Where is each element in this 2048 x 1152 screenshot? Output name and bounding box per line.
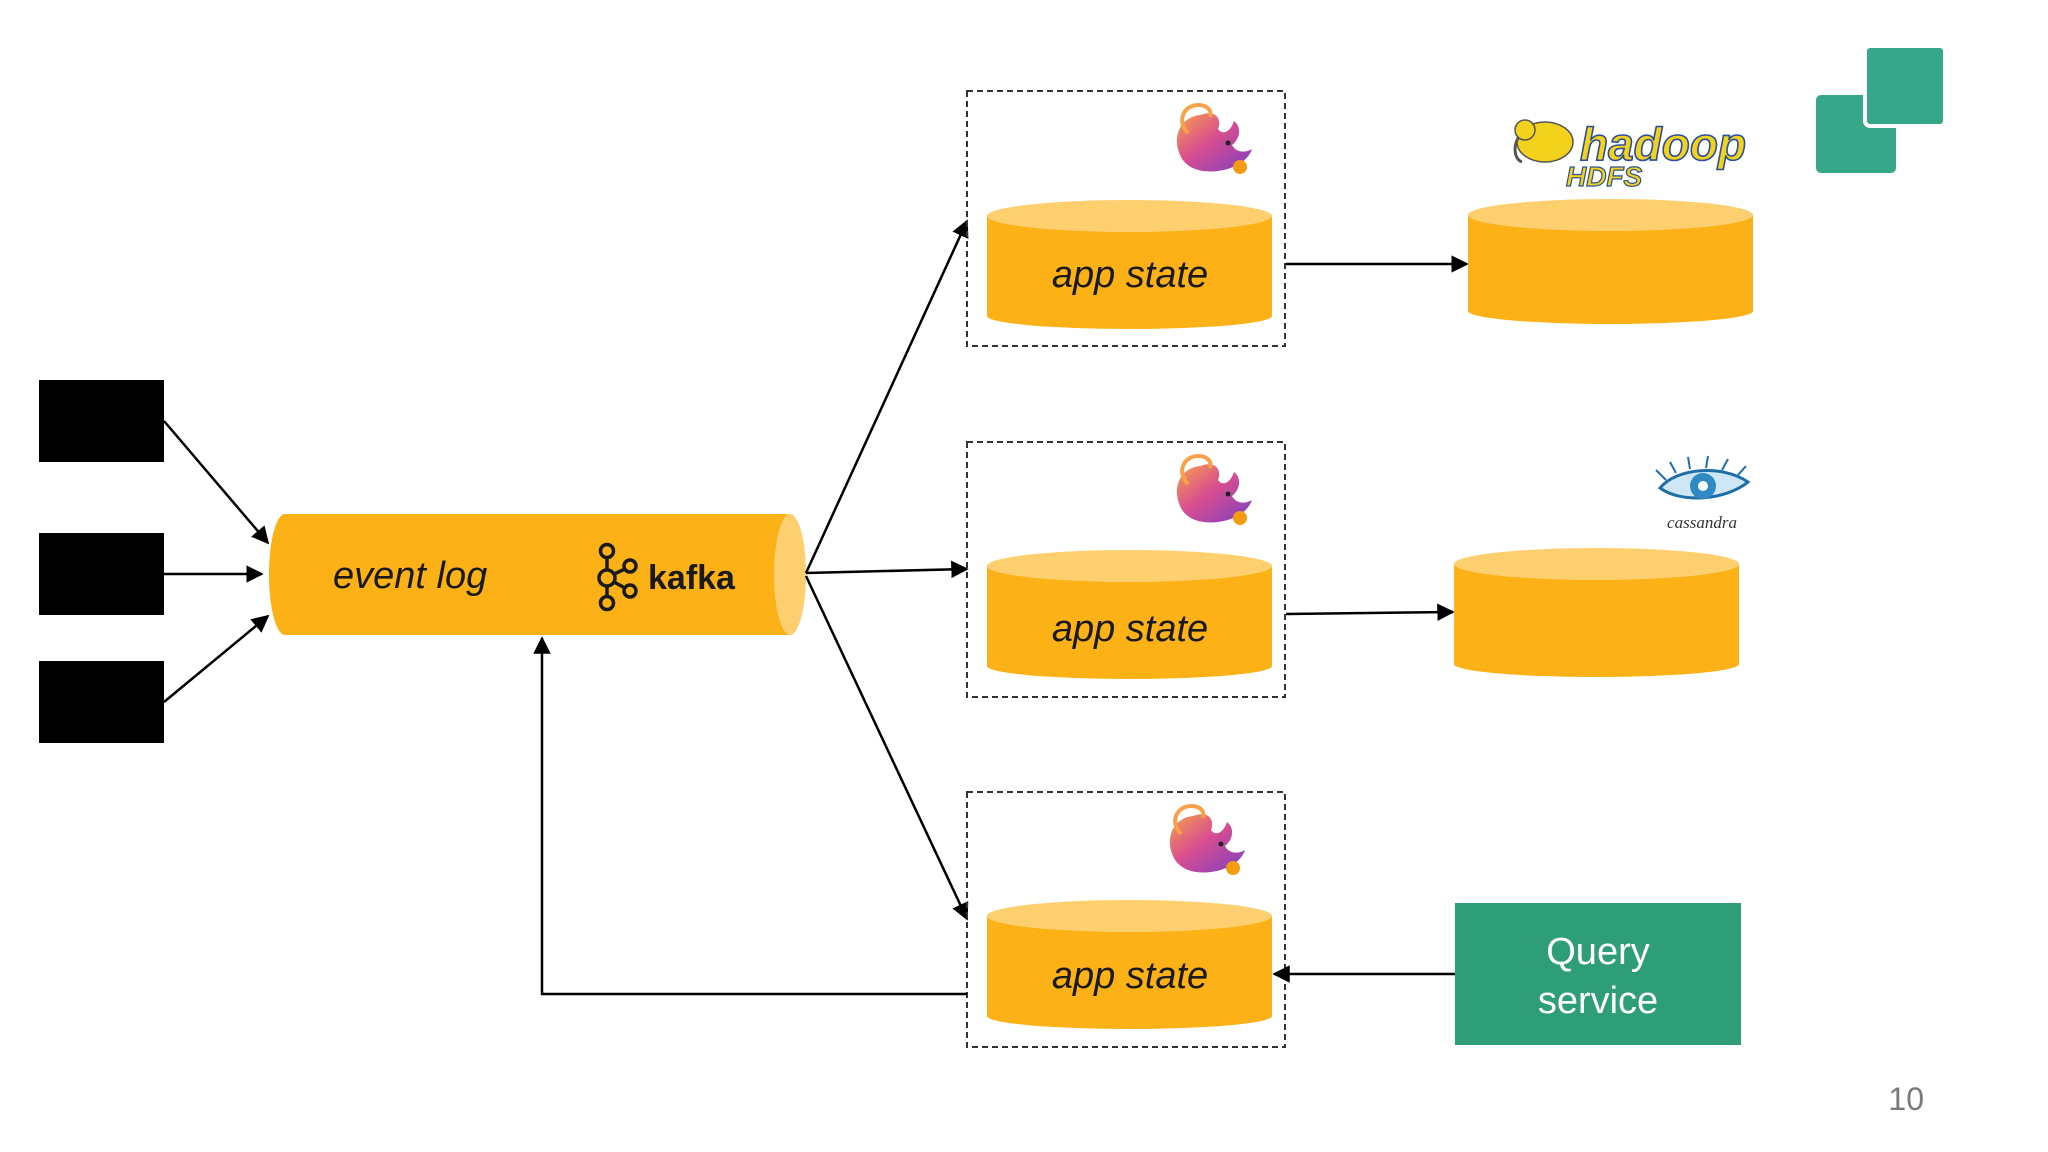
edge-source-to-log xyxy=(163,614,270,703)
event-log-cylinder: event log kafka xyxy=(269,514,806,635)
edge-log-to-app-3 xyxy=(804,575,969,921)
hadoop-logo-text: hadoop xyxy=(1580,118,1746,170)
flink-squirrel-icon xyxy=(1169,803,1245,875)
flink-squirrel-icon xyxy=(1176,453,1252,525)
event-log-label: event log xyxy=(333,555,487,597)
two-squares-logo-icon xyxy=(1816,44,1947,173)
app-node-1: app state xyxy=(966,90,1286,347)
app-state-label: app state xyxy=(1052,254,1208,296)
app-node-2: app state xyxy=(966,441,1286,698)
page-number: 10 xyxy=(1888,1081,1924,1117)
app-state-cylinder xyxy=(987,900,1272,1029)
edge-app3-to-log xyxy=(533,636,967,996)
edge-log-to-app-1 xyxy=(804,219,969,574)
app-state-label: app state xyxy=(1052,955,1208,997)
kafka-logo-text: kafka xyxy=(648,559,736,597)
source-box xyxy=(39,661,164,743)
hadoop-elephant-icon xyxy=(1513,119,1574,164)
cassandra-logo-text: cassandra xyxy=(1667,513,1737,532)
query-service-label-line1: Query xyxy=(1546,931,1649,973)
source-box xyxy=(39,533,164,615)
app-state-cylinder xyxy=(987,550,1272,679)
app-state-cylinder xyxy=(987,200,1272,329)
app-node-3: app state xyxy=(966,791,1286,1048)
cassandra-cylinder xyxy=(1454,548,1739,677)
edge-source-to-log xyxy=(163,420,270,545)
query-service-box: Query service xyxy=(1455,903,1741,1045)
hdfs-cylinder xyxy=(1468,199,1753,324)
edge-app2-to-cassandra xyxy=(1285,603,1455,621)
app-state-label: app state xyxy=(1052,608,1208,650)
flink-squirrel-icon xyxy=(1176,102,1252,174)
edge-log-to-app-2 xyxy=(805,560,969,579)
hdfs-sink: hadoop HDFS xyxy=(1468,117,1753,324)
cassandra-sink: cassandra xyxy=(1454,455,1751,677)
kafka-icon xyxy=(597,542,638,612)
source-box xyxy=(39,380,164,462)
cassandra-eye-icon xyxy=(1655,455,1751,500)
query-service-label-line2: service xyxy=(1538,980,1658,1022)
hdfs-logo-text: HDFS xyxy=(1566,161,1643,192)
